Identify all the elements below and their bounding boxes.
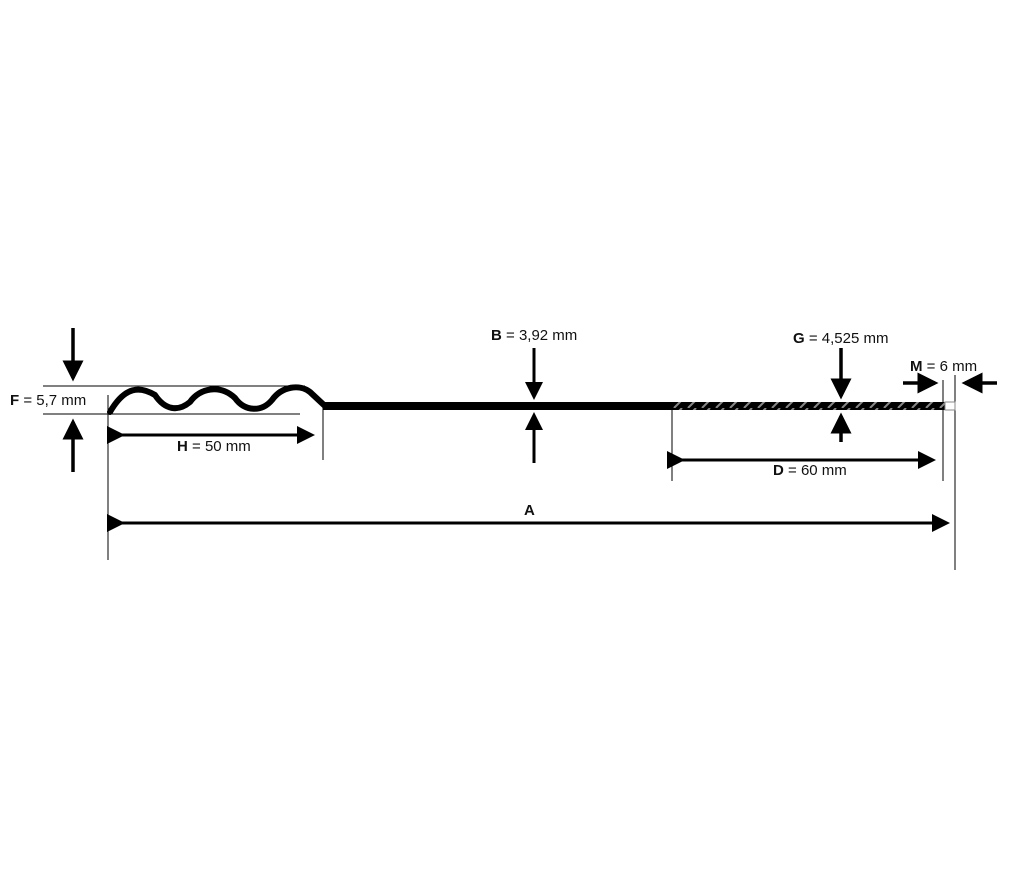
dimension-letter: D <box>773 462 784 479</box>
dimension-value: = 6 mm <box>926 358 978 375</box>
threaded-section <box>672 402 945 410</box>
dimension-b-label: B = 3,92 mm <box>491 327 577 344</box>
dimension-d-label: D = 60 mm <box>773 462 847 479</box>
dimension-letter: M <box>910 358 923 375</box>
dimension-a-label: A <box>524 502 535 519</box>
dimension-letter: G <box>793 330 805 347</box>
dimension-g-label: G = 4,525 mm <box>793 330 888 347</box>
dimension-value: = 4,525 mm <box>808 330 889 347</box>
dimension-letter: B <box>491 327 502 344</box>
dimension-value: = 3,92 mm <box>506 327 578 344</box>
dimension-value: = 50 mm <box>192 438 251 455</box>
rod-end-cap <box>944 401 956 411</box>
dimension-h-label: H = 50 mm <box>177 438 251 455</box>
dimension-f-label: F = 5,7 mm <box>10 392 86 409</box>
dimension-letter: A <box>524 502 535 519</box>
dimension-value: = 60 mm <box>788 462 847 479</box>
wavy-section <box>107 384 328 415</box>
rod-shaft <box>323 402 673 410</box>
dimension-value: = 5,7 mm <box>23 392 87 409</box>
dimension-letter: F <box>10 392 20 409</box>
dimension-letter: H <box>177 438 188 455</box>
dimension-m-label: M = 6 mm <box>910 358 977 375</box>
